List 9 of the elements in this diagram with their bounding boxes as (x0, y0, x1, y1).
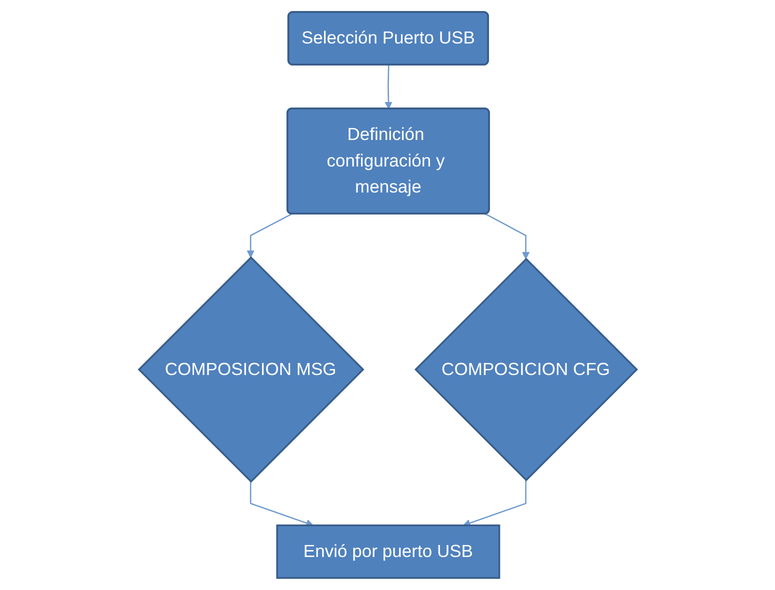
arrow (484, 213, 530, 260)
arrow (246, 213, 292, 258)
node-diamond (137, 256, 364, 483)
arrow (250, 482, 314, 527)
node-diamond (414, 258, 638, 482)
flowchart-drawing: Selección Puerto USB Definición configuración y mensaje COMPOSICION MSG COMPOSICION CFG Envió por puerto USB (132, 5, 644, 585)
arrow (384, 65, 392, 110)
arrow (462, 480, 526, 527)
node-box (276, 524, 500, 579)
